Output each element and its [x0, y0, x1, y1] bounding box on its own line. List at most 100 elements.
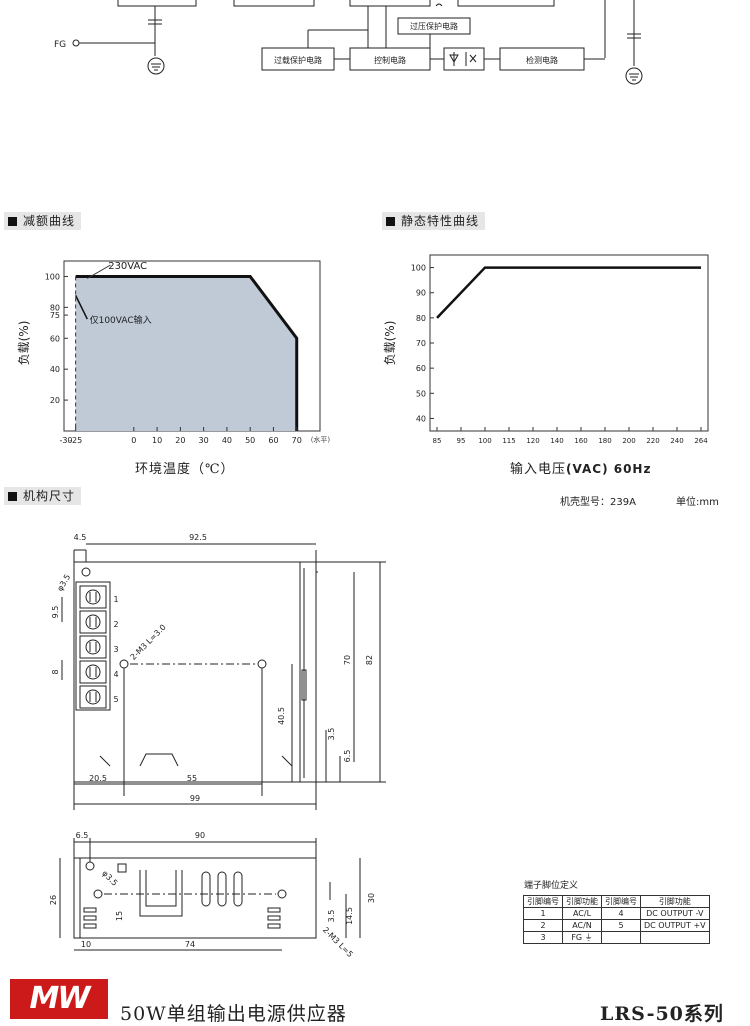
y-tick-label: 100 [411, 264, 426, 273]
terminal-num-1: 1 [113, 595, 118, 604]
y-tick-label: 40 [50, 365, 60, 374]
pin-cell: 2 [523, 919, 563, 932]
x-tick-label: 0 [131, 436, 136, 445]
static-curve [436, 266, 701, 319]
logo-text: MW [29, 981, 91, 1016]
dim-4-5: 4.5 [74, 533, 87, 542]
x-tick-label: 85 [433, 437, 442, 445]
terminal-num-3: 3 [113, 645, 118, 654]
y-tick-label: 90 [416, 289, 426, 298]
x-tick-label: 264 [694, 437, 708, 445]
x-tick-label: 95 [457, 437, 466, 445]
x-tick-label: -25 [69, 436, 82, 445]
table-row: 2 AC/N 5 DC OUTPUT +V [523, 919, 710, 932]
overload-box-label: 过载保护电路 [274, 55, 322, 65]
y-tick-label: 60 [416, 364, 426, 373]
static-ylabel: 负载(%) [383, 321, 397, 366]
y-tick-label: 80 [416, 314, 426, 323]
dim-side-2m3-l5: 2-M3 L=5 [321, 925, 355, 959]
y-tick-label: 80 [50, 303, 60, 312]
ovp-box-label: 过压保护电路 [410, 21, 458, 31]
x-tick-label: 10 [152, 436, 162, 445]
dim-8: 8 [51, 669, 60, 674]
dim-side-hole-dia: φ3.5 [100, 869, 119, 888]
x-tick-label: 120 [526, 437, 539, 445]
x-tick-label: 70 [292, 436, 302, 445]
pin-cell: 1 [523, 907, 563, 920]
static-xlabel-cn: 输入电压 [510, 462, 567, 477]
dim-92-5: 92.5 [189, 533, 207, 542]
x-tick-label: 40 [222, 436, 232, 445]
dim-99: 99 [190, 794, 200, 803]
pin-header: 引脚编号 [601, 895, 641, 908]
dim-side-30: 30 [367, 893, 376, 903]
dim-side-14-5: 14.5 [345, 907, 354, 925]
y-tick-label: 100 [45, 272, 60, 281]
x-extra-label: (水平) [311, 435, 331, 444]
table-row: 3 FG ⏚ [523, 931, 710, 944]
derating-curve-100vac [74, 295, 88, 320]
x-tick-label: 140 [550, 437, 563, 445]
block-diagram: FG 过载保护电路 控制电路 过压保护电路 检测电路 [54, 0, 643, 85]
dim-40-5: 40.5 [277, 707, 286, 725]
dim-side-74: 74 [185, 940, 195, 949]
pin-cell [601, 931, 641, 944]
table-row: 1 AC/L 4 DC OUTPUT -V [523, 907, 710, 920]
x-tick-label: 180 [598, 437, 611, 445]
pin-header: 引脚功能 [562, 895, 602, 908]
pin-cell: DC OUTPUT +V [640, 919, 710, 932]
label-230-leader [87, 264, 111, 279]
dim-hole-dia: φ3.5 [55, 573, 72, 593]
x-tick-label: 50 [245, 436, 255, 445]
pin-cell: FG ⏚ [562, 931, 602, 944]
x-tick-label: 240 [670, 437, 683, 445]
terminal-num-2: 2 [113, 620, 118, 629]
dim-20-5: 20.5 [89, 774, 107, 783]
case-model: 机壳型号：239A [560, 497, 636, 508]
x-tick-label: 30 [199, 436, 209, 445]
dim-9-5: 9.5 [51, 606, 60, 619]
x-tick-label: 220 [646, 437, 659, 445]
dim-82: 82 [365, 655, 374, 665]
fg-label: FG [54, 40, 66, 50]
dim-70: 70 [343, 655, 352, 665]
dim-side-6-5: 6.5 [76, 831, 89, 840]
x-tick-label: 115 [502, 437, 515, 445]
derating-title: 减额曲线 [23, 214, 76, 228]
meanwell-logo: MW [10, 979, 108, 1019]
y-tick-label: 75 [50, 311, 60, 320]
pin-header: 引脚功能 [640, 895, 710, 908]
detect-box-label: 检测电路 [526, 55, 558, 65]
control-box-label: 控制电路 [374, 55, 406, 65]
label-100vac-only: 仅100VAC输入 [90, 314, 152, 326]
x-tick-label: 60 [268, 436, 278, 445]
dim-2m3-l3: 2-M3 L=3.0 [129, 623, 168, 662]
pin-cell: AC/N [562, 919, 602, 932]
pin-table: 引脚编号 引脚功能 引脚编号 引脚功能 1 AC/L 4 DC OUTPUT -… [523, 895, 710, 944]
terminal-num-5: 5 [113, 695, 118, 704]
derating-fill [75, 276, 297, 431]
pin-cell: DC OUTPUT -V [640, 907, 710, 920]
pin-table-caption: 端子脚位定义 [524, 881, 579, 891]
x-tick-label: 100 [478, 437, 491, 445]
y-tick-label: 70 [416, 339, 426, 348]
pin-cell: AC/L [562, 907, 602, 920]
pin-header: 引脚编号 [523, 895, 563, 908]
dim-55: 55 [187, 774, 197, 783]
pin-cell [640, 931, 710, 944]
mech-drawing: 4.5 92.5 9.5 8 2-M3 L=3.0 70 82 40.5 3.5… [49, 533, 386, 959]
dim-side-90: 90 [195, 831, 205, 840]
static-section-header: 静态特性曲线 [382, 212, 486, 230]
mech-title: 机构尺寸 [23, 489, 76, 503]
dim-6-5: 6.5 [343, 750, 352, 763]
pin-cell: 3 [523, 931, 563, 944]
x-tick-label: 20 [175, 436, 185, 445]
y-tick-label: 20 [50, 396, 60, 405]
dim-side-10: 10 [81, 940, 91, 949]
x-tick-label: 200 [622, 437, 635, 445]
y-tick-label: 60 [50, 334, 60, 343]
derating-xlabel: 环境温度（℃） [135, 462, 235, 477]
unit-label: 单位:mm [676, 497, 719, 508]
